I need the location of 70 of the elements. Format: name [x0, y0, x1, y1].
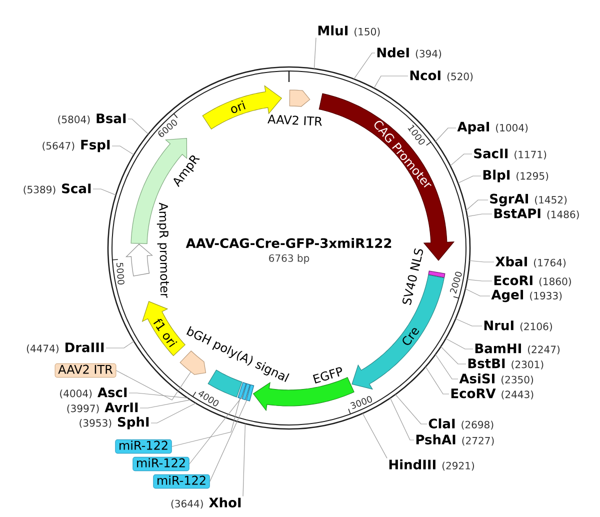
- feature-bar: [242, 383, 250, 400]
- site-label: AgeI (1933): [491, 290, 562, 302]
- site-label: NruI (2106): [484, 320, 552, 332]
- site-label: (5389) ScaI: [24, 184, 91, 194]
- site-label: HindIII (2921): [389, 459, 474, 471]
- leader-line: [128, 118, 149, 134]
- site-label: AsiSI (2350): [459, 373, 534, 385]
- site-label: EcoRI (1860): [494, 276, 571, 286]
- leader-line: [469, 260, 494, 262]
- leader-line: [395, 394, 428, 424]
- site-label: (4474) DraIII: [26, 342, 104, 354]
- position-label: 5000: [116, 262, 124, 284]
- leader-line: [112, 146, 134, 156]
- site-label: SacII (1171): [474, 148, 546, 160]
- site-label: SgrAI (1452): [490, 194, 567, 206]
- leader-line: [150, 402, 196, 424]
- site-label: XbaI (1764): [495, 256, 566, 268]
- leader-line: [435, 354, 458, 380]
- site-label: (5804) BsaI: [58, 114, 126, 124]
- site-label: BstAPI (1486): [494, 208, 579, 220]
- leader-line: [440, 346, 466, 364]
- callout-box: AAV2 ITR: [54, 363, 116, 378]
- leader-line: [458, 176, 482, 184]
- site-label: NdeI (394): [377, 47, 442, 59]
- leader-line: [128, 392, 188, 398]
- feature-bar: [246, 384, 254, 402]
- leader-line: [425, 366, 450, 394]
- position-label: 3000: [350, 396, 372, 409]
- leader-line: [242, 423, 246, 496]
- leader-line: [106, 340, 134, 348]
- site-label: BlpI (1295): [483, 170, 548, 182]
- leader-line: [466, 200, 488, 211]
- leader-line: [189, 396, 243, 464]
- site-label: PshAI (2727): [416, 434, 494, 446]
- site-label: (3997) AvrII: [67, 402, 138, 414]
- leader-line: [466, 214, 492, 217]
- callout-box: miR-122: [115, 439, 172, 454]
- site-label: (3644) XhoI: [171, 497, 241, 509]
- site-label: (3953) SphI: [80, 416, 149, 430]
- leader-line: [362, 413, 388, 458]
- leader-line: [172, 398, 240, 447]
- leader-line: [465, 288, 490, 296]
- leader-line: [445, 338, 474, 350]
- feature-label: AmpR promoter: [156, 202, 169, 298]
- leader-line: [374, 76, 408, 88]
- leader-line: [435, 128, 456, 142]
- leader-line: [390, 398, 414, 440]
- site-label: MluI (150): [318, 25, 380, 37]
- feature-label: EGFP: [312, 367, 342, 384]
- callout-box: miR-122: [132, 456, 190, 472]
- leader-line: [354, 52, 376, 80]
- site-label: (5647) FspI: [42, 140, 110, 152]
- leader-line: [314, 38, 316, 70]
- position-label: 2000: [450, 272, 462, 294]
- site-label: BstBI (2301): [468, 358, 544, 370]
- site-label: ClaI (2698): [428, 418, 494, 430]
- leader-line: [116, 370, 192, 400]
- site-label: EcoRV (2443): [451, 388, 534, 400]
- site-label: ApaI (1004): [457, 122, 528, 134]
- site-label: BamHI (2247): [475, 344, 560, 354]
- site-label: NcoI (520): [410, 70, 473, 82]
- leader-line: [140, 400, 191, 408]
- leader-line: [450, 154, 472, 166]
- size-label: 6763 bp: [269, 254, 310, 264]
- leader-line: [210, 400, 247, 482]
- leader-line: [466, 279, 492, 282]
- site-label: (4004) AscI: [60, 388, 127, 398]
- callout-box: miR-122: [153, 474, 210, 489]
- leader-line: [455, 318, 482, 326]
- leader-line: [92, 188, 116, 196]
